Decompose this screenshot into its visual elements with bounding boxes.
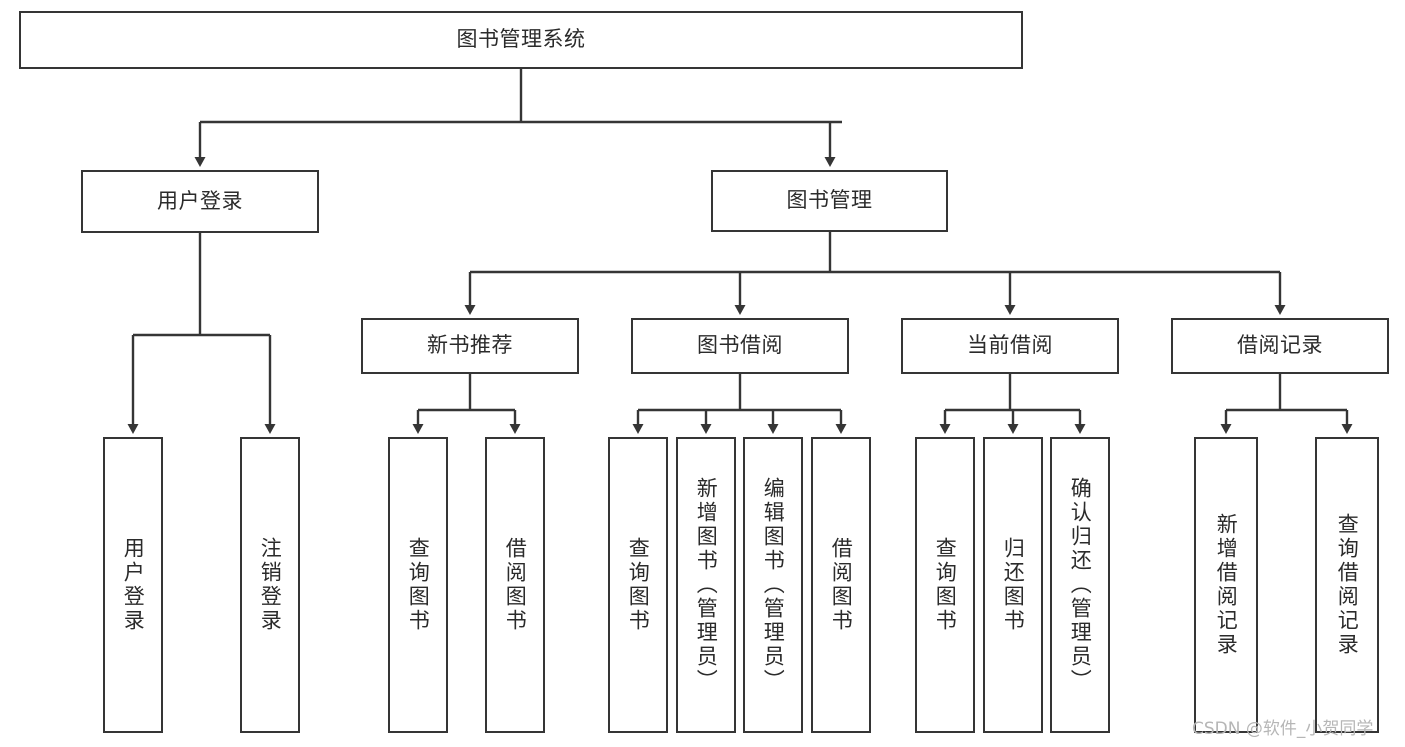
- node-root[interactable]: 图书管理系统: [19, 11, 1023, 69]
- leaf-logout[interactable]: 注销登录: [240, 437, 300, 733]
- leaf-add-book-label: 新增图书（管理员）: [694, 477, 719, 693]
- leaf-add-record-label: 新增借阅记录: [1214, 513, 1239, 657]
- leaf-query-book-2-label: 查询图书: [626, 537, 651, 633]
- node-book-borrow-label: 图书借阅: [697, 333, 783, 358]
- leaf-query-book-3[interactable]: 查询图书: [915, 437, 975, 733]
- node-current-borrow-label: 当前借阅: [967, 333, 1053, 358]
- node-user-login-label: 用户登录: [157, 188, 243, 213]
- node-root-label: 图书管理系统: [456, 27, 586, 52]
- leaf-return-book-label: 归还图书: [1001, 537, 1026, 633]
- node-borrow-record-label: 借阅记录: [1237, 333, 1323, 358]
- leaf-user-login[interactable]: 用户登录: [103, 437, 163, 733]
- node-user-login[interactable]: 用户登录: [81, 170, 319, 233]
- node-new-book-recommend[interactable]: 新书推荐: [361, 318, 579, 374]
- node-new-book-recommend-label: 新书推荐: [427, 333, 513, 358]
- leaf-add-book[interactable]: 新增图书（管理员）: [676, 437, 736, 733]
- node-borrow-record[interactable]: 借阅记录: [1171, 318, 1389, 374]
- leaf-edit-book-label: 编辑图书（管理员）: [761, 477, 786, 693]
- leaf-logout-label: 注销登录: [258, 537, 283, 633]
- leaf-borrow-book-1-label: 借阅图书: [503, 537, 528, 633]
- node-book-manage[interactable]: 图书管理: [711, 170, 948, 232]
- leaf-query-record[interactable]: 查询借阅记录: [1315, 437, 1379, 733]
- leaf-query-book-3-label: 查询图书: [933, 537, 958, 633]
- leaf-edit-book[interactable]: 编辑图书（管理员）: [743, 437, 803, 733]
- leaf-borrow-book-1[interactable]: 借阅图书: [485, 437, 545, 733]
- leaf-query-book-1-label: 查询图书: [406, 537, 431, 633]
- watermark: CSDN @软件_小贺同学: [1192, 719, 1374, 739]
- leaf-confirm-return[interactable]: 确认归还（管理员）: [1050, 437, 1110, 733]
- leaf-borrow-book-2-label: 借阅图书: [829, 537, 854, 633]
- leaf-add-record[interactable]: 新增借阅记录: [1194, 437, 1258, 733]
- leaf-borrow-book-2[interactable]: 借阅图书: [811, 437, 871, 733]
- node-book-borrow[interactable]: 图书借阅: [631, 318, 849, 374]
- node-current-borrow[interactable]: 当前借阅: [901, 318, 1119, 374]
- leaf-query-record-label: 查询借阅记录: [1335, 513, 1360, 657]
- leaf-query-book-2[interactable]: 查询图书: [608, 437, 668, 733]
- leaf-query-book-1[interactable]: 查询图书: [388, 437, 448, 733]
- node-book-manage-label: 图书管理: [786, 188, 873, 213]
- leaf-confirm-return-label: 确认归还（管理员）: [1068, 477, 1093, 693]
- leaf-user-login-label: 用户登录: [121, 537, 146, 633]
- leaf-return-book[interactable]: 归还图书: [983, 437, 1043, 733]
